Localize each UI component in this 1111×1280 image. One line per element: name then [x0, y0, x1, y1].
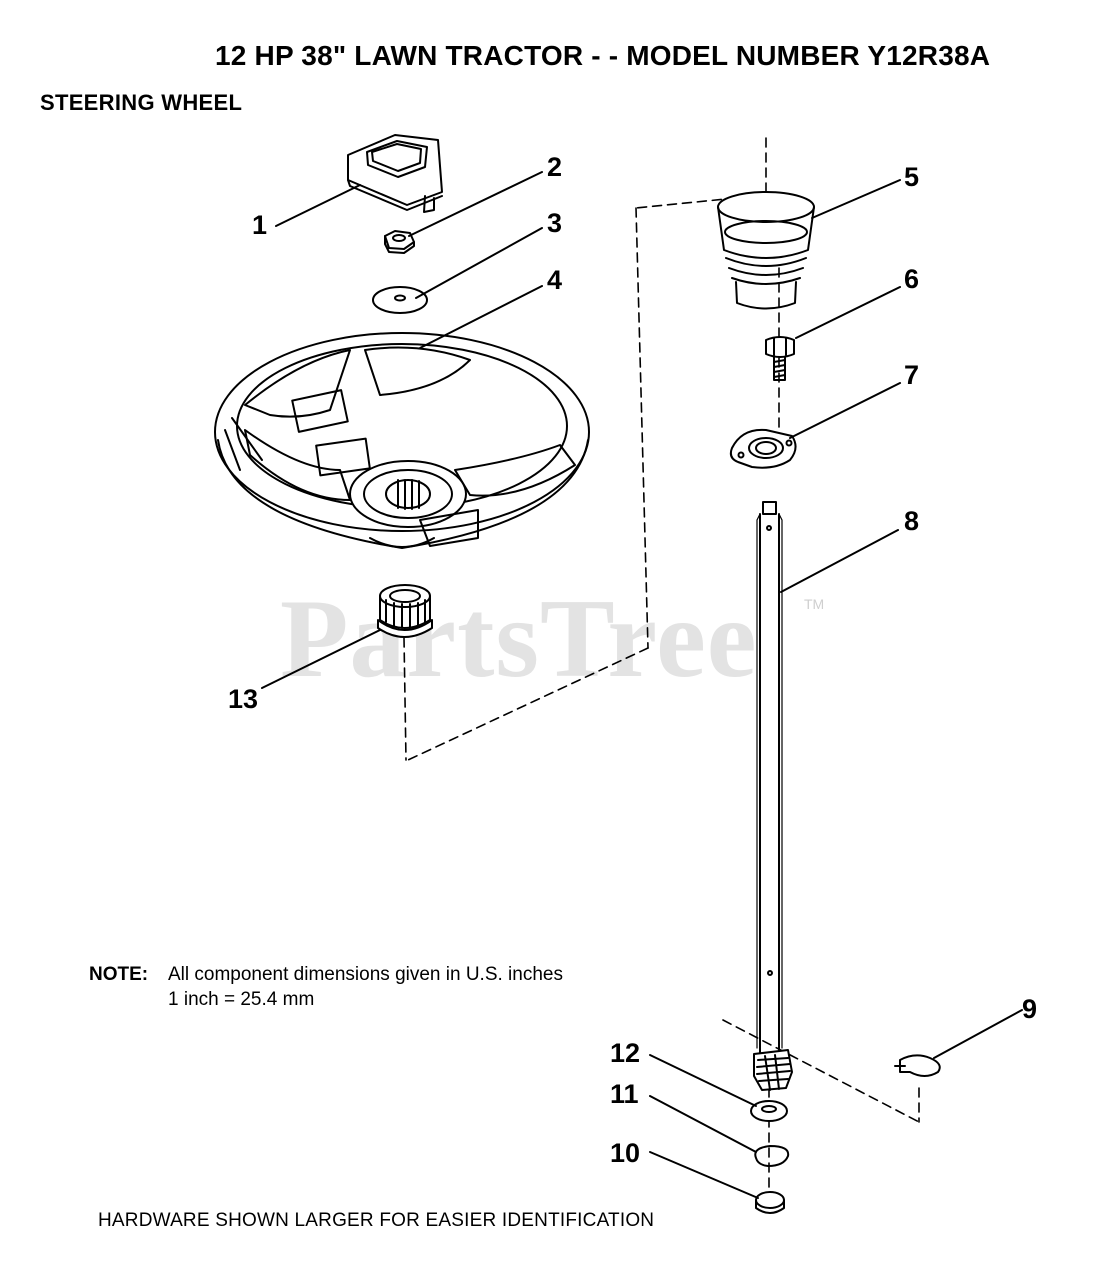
- part-steering-shaft: [753, 501, 793, 1091]
- note-line-2: 1 inch = 25.4 mm: [168, 989, 315, 1010]
- part-steering-wheel: [214, 332, 590, 549]
- callout-12: 12: [610, 1038, 641, 1068]
- part-snap-ring: [754, 1145, 790, 1167]
- callout-1: 1: [252, 210, 268, 240]
- section-title: STEERING WHEEL: [40, 90, 243, 115]
- callout-3: 3: [547, 208, 563, 238]
- callout-4: 4: [547, 265, 563, 295]
- part-spline-insert: [377, 584, 433, 638]
- footer-note: HARDWARE SHOWN LARGER FOR EASIER IDENTIF…: [98, 1210, 655, 1231]
- part-flat-washer: [750, 1100, 788, 1122]
- part-end-cap: [755, 1191, 785, 1214]
- callout-6: 6: [904, 264, 920, 294]
- page-title: 12 HP 38" LAWN TRACTOR - - MODEL NUMBER …: [215, 40, 991, 71]
- watermark-trademark: TM: [804, 596, 825, 612]
- part-column-boot: [717, 191, 815, 310]
- part-bolt: [765, 336, 795, 381]
- callout-13: 13: [228, 684, 259, 714]
- part-bearing-flange: [729, 428, 797, 469]
- part-nut: [384, 230, 415, 254]
- callout-8: 8: [904, 506, 920, 536]
- callout-2: 2: [547, 152, 563, 182]
- callout-10: 10: [610, 1138, 641, 1168]
- callout-5: 5: [904, 162, 920, 192]
- callout-7: 7: [904, 360, 920, 390]
- part-retaining-clip: [894, 1054, 941, 1077]
- note-label: NOTE:: [89, 964, 149, 985]
- callout-9: 9: [1022, 994, 1038, 1024]
- leader-lines: [261, 171, 1023, 1199]
- callout-11: 11: [610, 1079, 639, 1109]
- part-washer: [372, 286, 428, 314]
- watermark: PartsTree: [280, 577, 758, 701]
- note-line-1: All component dimensions given in U.S. i…: [168, 964, 563, 985]
- alignment-lines: [403, 137, 920, 1206]
- part-hub-cap: [347, 134, 443, 213]
